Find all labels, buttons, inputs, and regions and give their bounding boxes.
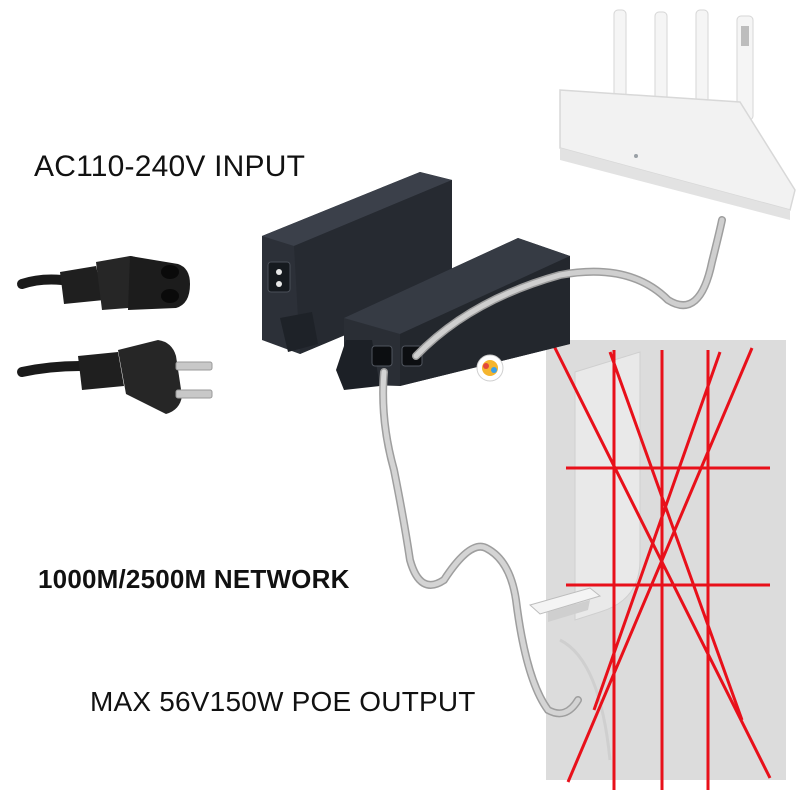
poe-output-caption: MAX 56V150W POE OUTPUT (90, 686, 476, 717)
small-logo-badge-icon (476, 354, 504, 382)
red-line-overlay (550, 341, 772, 790)
ethernet-cables (379, 216, 726, 718)
ap-mount-bracket (528, 587, 602, 615)
wifi-router-icon (559, 9, 796, 220)
figure-8-connector-icon (17, 256, 190, 310)
ap-device-body (574, 351, 641, 621)
input-caption: AC110-240V INPUT (34, 150, 306, 183)
two-prong-plug-icon (17, 340, 213, 414)
ap-stand (559, 638, 612, 761)
network-caption: 1000M/2500M NETWORK (38, 564, 350, 594)
ap-bracket-shadow (548, 600, 590, 622)
